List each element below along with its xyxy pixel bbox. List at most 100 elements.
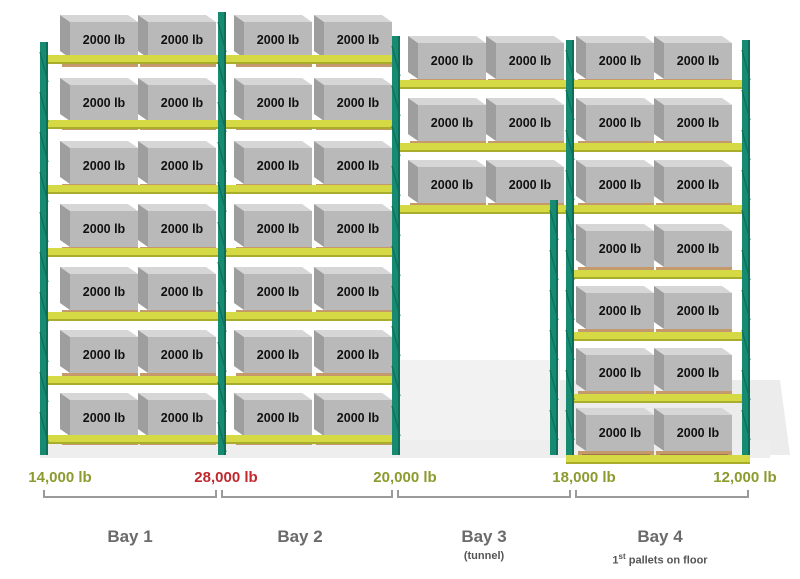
pallet-box-top <box>576 408 654 415</box>
pallet-box-side <box>138 330 148 373</box>
pallet-box-top <box>576 286 654 293</box>
rack-beam-bay-3 <box>396 205 572 212</box>
pallet-box-top <box>138 78 216 85</box>
pallet-box-side <box>654 98 664 141</box>
bay-bracket-3 <box>397 490 571 498</box>
pallet-box-front <box>244 22 312 58</box>
pallet-box-front <box>70 337 138 373</box>
bay-bracket-4 <box>575 490 749 498</box>
pallet-box-side <box>654 348 664 391</box>
rack-brace <box>549 329 559 361</box>
rack-brace <box>39 131 49 163</box>
pallet-weight-label: 2000 lb <box>337 348 380 362</box>
pallet-box-side <box>654 160 664 203</box>
pallet-weight-label: 2000 lb <box>599 54 642 68</box>
pallet-box-front <box>148 274 216 310</box>
pallet-box-top <box>486 98 564 105</box>
pallet-box-front <box>586 167 654 203</box>
pallet-box-front <box>586 415 654 451</box>
pallet-box-top <box>576 224 654 231</box>
pallet-box-front <box>418 105 486 141</box>
pallet-box-front <box>586 43 654 79</box>
pallet-box-side <box>138 267 148 310</box>
rack-beam-bay-4 <box>566 332 750 339</box>
rack-beam-shadow <box>566 150 750 152</box>
pallet-weight-label: 2000 lb <box>83 222 126 236</box>
bay-note-3: (tunnel) <box>463 550 505 562</box>
rack-brace <box>39 171 49 203</box>
rack-brace <box>565 49 575 81</box>
bay-bracket-2 <box>221 490 393 498</box>
rack-beam-bay-4 <box>566 270 750 277</box>
pallet-box-top <box>138 204 216 211</box>
pallet-weight-label: 2000 lb <box>337 159 380 173</box>
pallet-weight-label: 2000 lb <box>677 366 720 380</box>
pallet-box-top <box>138 393 216 400</box>
rack-beam-shadow <box>566 212 750 214</box>
pallet-box-side <box>576 160 586 203</box>
pallet-weight-label: 2000 lb <box>83 96 126 110</box>
rack-brace <box>549 289 559 321</box>
rack-brace <box>549 409 559 441</box>
pallet-weight-label: 2000 lb <box>677 304 720 318</box>
pallet-box-side <box>654 408 664 451</box>
pallet-box-front <box>324 211 392 247</box>
pallet-box-top <box>408 36 486 43</box>
rack-brace <box>217 181 227 213</box>
pallet-box-top <box>314 393 392 400</box>
load-label-upright-5: 12,000 lb <box>713 469 777 486</box>
rack-upright-5 <box>742 40 748 455</box>
rack-brace <box>217 21 227 53</box>
rack-brace <box>39 211 49 243</box>
pallet-box-top <box>234 15 312 22</box>
pallet-weight-label: 2000 lb <box>257 33 300 47</box>
pallet-box-front <box>70 211 138 247</box>
rack-upright-tunnel <box>550 200 556 455</box>
pallet-weight-label: 2000 lb <box>337 96 380 110</box>
pallet-weight-label: 2000 lb <box>337 222 380 236</box>
pallet-box-top <box>234 141 312 148</box>
rack-brace <box>217 261 227 293</box>
rack-beam-bay-3 <box>396 143 572 150</box>
pallet-box-side <box>486 160 496 203</box>
rack-brace <box>391 285 401 317</box>
rack-beam-bay-3 <box>396 80 572 87</box>
pallet-weight-label: 2000 lb <box>257 96 300 110</box>
load-label-upright-4: 18,000 lb <box>552 469 616 486</box>
rack-beam-shadow <box>566 462 750 464</box>
pallet-box-front <box>70 148 138 184</box>
pallet-weight-label: 2000 lb <box>161 96 204 110</box>
pallet-box-side <box>654 224 664 267</box>
pallet-box-top <box>654 98 732 105</box>
pallet-box-side <box>138 141 148 184</box>
rack-beam-bay-4 <box>566 205 750 212</box>
rack-brace <box>217 381 227 413</box>
pallet-box-side <box>234 204 244 247</box>
pallet-weight-label: 2000 lb <box>161 159 204 173</box>
pallet-weight-label: 2000 lb <box>431 116 474 130</box>
pallet-box-front <box>244 148 312 184</box>
pallet-box-side <box>576 224 586 267</box>
rack-brace <box>39 291 49 323</box>
bay-note-4: 1st pallets on floor <box>612 552 707 567</box>
pallet-box-top <box>576 348 654 355</box>
bay-label-4: Bay 4 <box>637 527 683 546</box>
rack-upright-1 <box>40 42 46 455</box>
pallet-box-side <box>486 36 496 79</box>
pallet-box-front <box>496 167 564 203</box>
pallet-box-side <box>576 98 586 141</box>
rack-brace <box>391 125 401 157</box>
pallet-box-side <box>60 330 70 373</box>
rack-beam-shadow <box>396 212 572 214</box>
pallet-box-side <box>314 393 324 436</box>
pallet-weight-label: 2000 lb <box>599 116 642 130</box>
pallet-box-front <box>244 337 312 373</box>
pallet-box-side <box>314 204 324 247</box>
pallet-weight-label: 2000 lb <box>161 348 204 362</box>
pallet-box-top <box>654 286 732 293</box>
pallet-box-top <box>408 160 486 167</box>
pallet-box-side <box>138 204 148 247</box>
pallet-box-top <box>314 141 392 148</box>
pallet-weight-label: 2000 lb <box>337 285 380 299</box>
rack-beam-bay-4 <box>566 80 750 87</box>
